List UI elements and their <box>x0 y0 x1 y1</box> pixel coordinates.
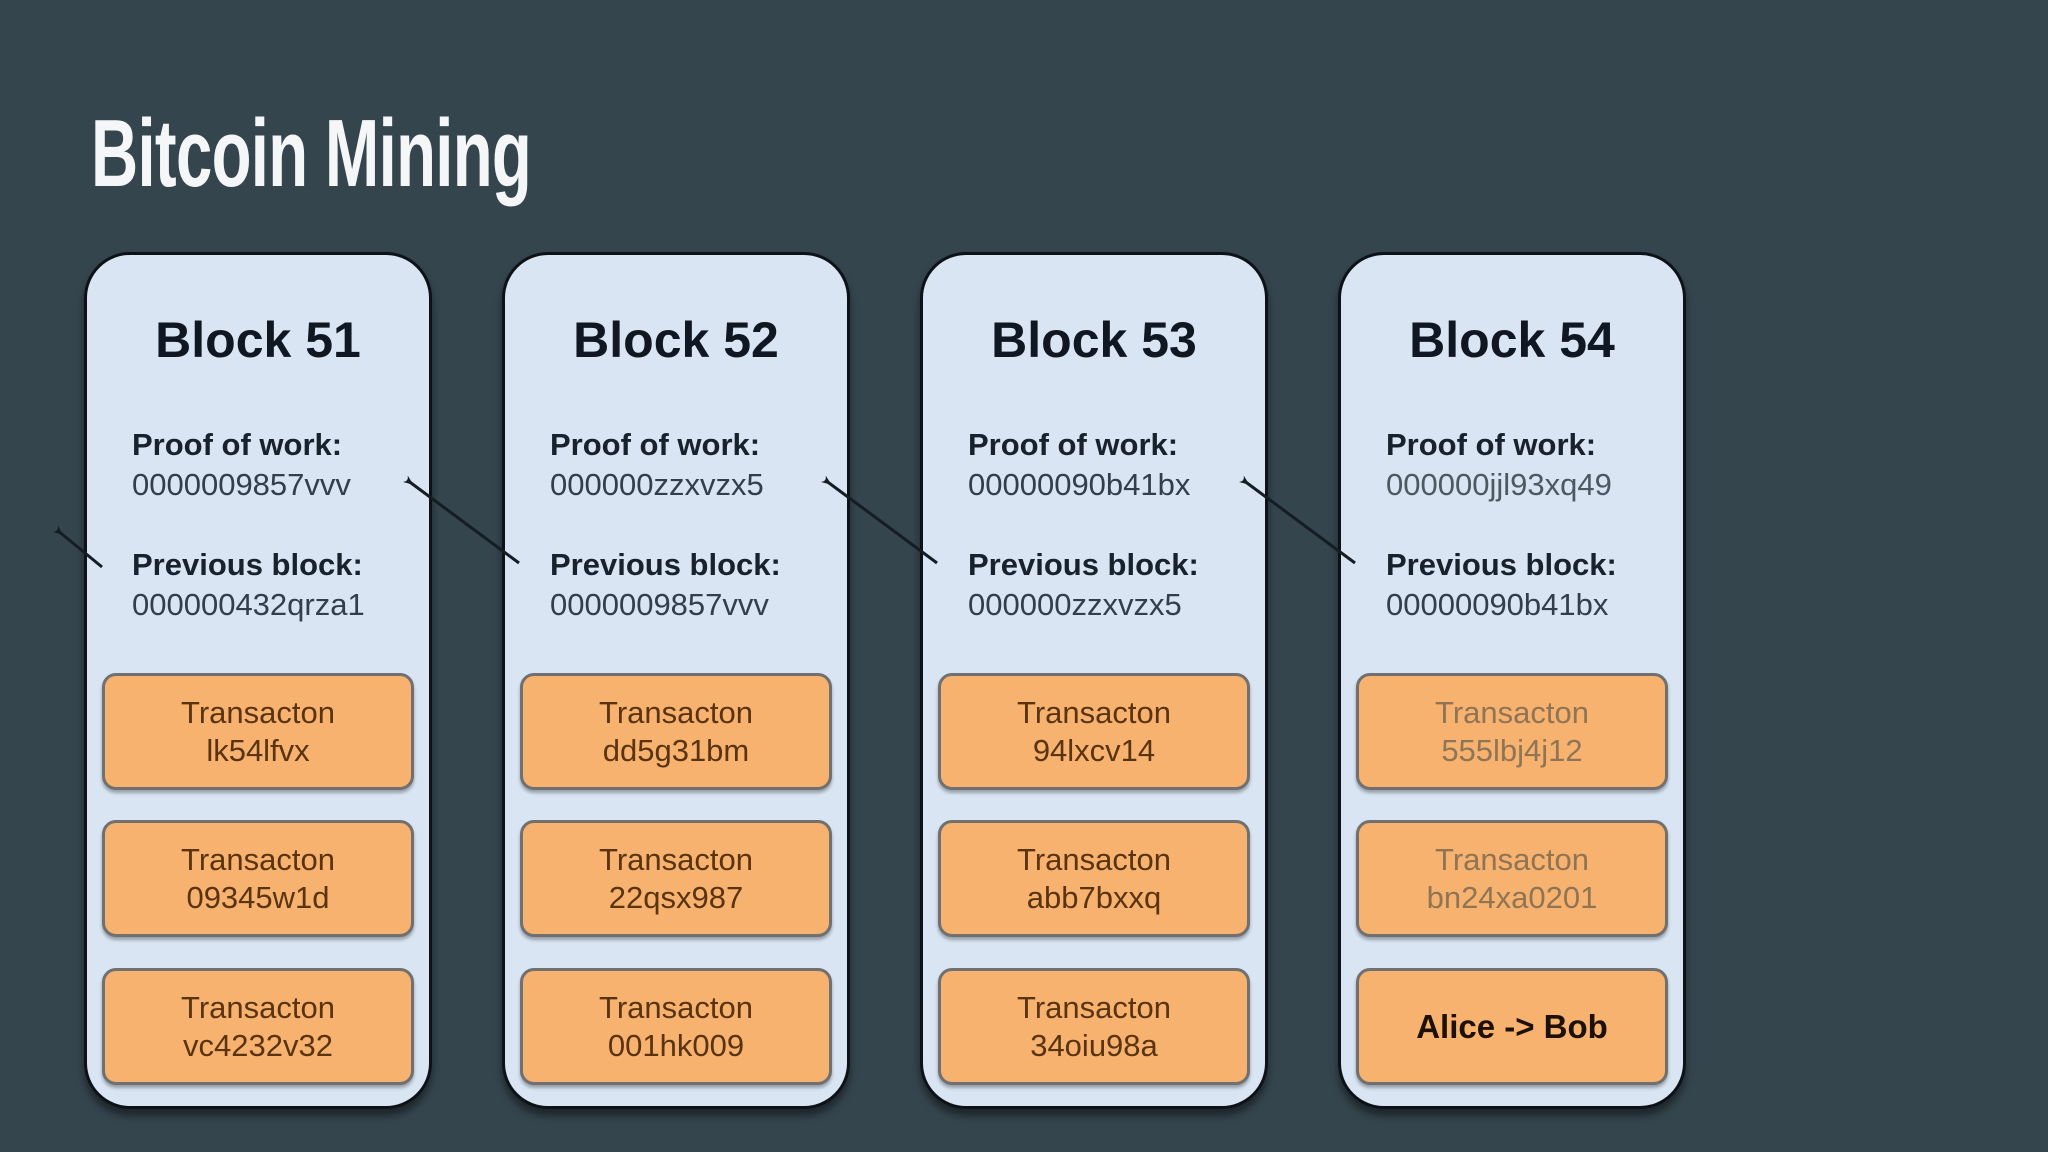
transaction-id: vc4232v32 <box>183 1027 333 1063</box>
transaction-box: Transacton 001hk009 <box>520 968 832 1085</box>
transaction-label: Alice -> Bob <box>1416 1007 1608 1045</box>
transaction-id: 22qsx987 <box>608 879 744 915</box>
previous-block-value: 000000zzxvzx5 <box>968 587 1182 622</box>
block-54: Block 54 Proof of work: 000000jjl93xq49 … <box>1338 252 1686 1109</box>
transaction-label: Transacton <box>1435 841 1589 877</box>
transaction-box-alice-bob: Alice -> Bob <box>1356 968 1668 1085</box>
transaction-box: Transacton 94lxcv14 <box>938 673 1250 790</box>
proof-of-work-label: Proof of work: <box>550 427 761 462</box>
proof-of-work-value: 000000jjl93xq49 <box>1386 467 1612 502</box>
transaction-label: Transacton <box>1435 694 1589 730</box>
proof-of-work-label: Proof of work: <box>968 427 1179 462</box>
proof-of-work-field: Proof of work: 000000zzxvzx5 <box>550 425 831 505</box>
proof-of-work-value: 0000009857vvv <box>132 467 351 502</box>
transaction-box: Transacton 555lbj4j12 <box>1356 673 1668 790</box>
previous-block-value: 00000090b41bx <box>1386 587 1609 622</box>
transaction-label: Transacton <box>599 841 753 877</box>
transaction-box: Transacton bn24xa0201 <box>1356 820 1668 937</box>
transaction-id: 34oiu98a <box>1030 1027 1158 1063</box>
transaction-label: Transacton <box>181 989 335 1025</box>
proof-of-work-field: Proof of work: 0000009857vvv <box>132 425 413 505</box>
previous-block-value: 0000009857vvv <box>550 587 769 622</box>
block-52: Block 52 Proof of work: 000000zzxvzx5 Pr… <box>502 252 850 1109</box>
transaction-label: Transacton <box>599 694 753 730</box>
block-title: Block 53 <box>991 312 1197 368</box>
block-title: Block 52 <box>573 312 779 368</box>
transaction-label: Transacton <box>181 841 335 877</box>
previous-block-field: Previous block: 000000432qrza1 <box>132 545 413 625</box>
block-53: Block 53 Proof of work: 00000090b41bx Pr… <box>920 252 1268 1109</box>
previous-block-label: Previous block: <box>1386 547 1617 582</box>
previous-block-value: 000000432qrza1 <box>132 587 365 622</box>
transaction-box: Transacton lk54lfvx <box>102 673 414 790</box>
transaction-id: bn24xa0201 <box>1426 879 1598 915</box>
transaction-label: Transacton <box>1017 694 1171 730</box>
proof-of-work-label: Proof of work: <box>1386 427 1597 462</box>
transaction-id: lk54lfvx <box>206 732 310 768</box>
previous-block-label: Previous block: <box>550 547 781 582</box>
transaction-box: Transacton 09345w1d <box>102 820 414 937</box>
transaction-id: 555lbj4j12 <box>1441 732 1583 768</box>
transaction-label: Transacton <box>1017 841 1171 877</box>
proof-of-work-value: 00000090b41bx <box>968 467 1191 502</box>
previous-block-label: Previous block: <box>132 547 363 582</box>
transaction-box: Transacton abb7bxxq <box>938 820 1250 937</box>
previous-block-label: Previous block: <box>968 547 1199 582</box>
transaction-box: Transacton dd5g31bm <box>520 673 832 790</box>
proof-of-work-label: Proof of work: <box>132 427 343 462</box>
transaction-box: Transacton vc4232v32 <box>102 968 414 1085</box>
proof-of-work-value: 000000zzxvzx5 <box>550 467 764 502</box>
transaction-label: Transacton <box>1017 989 1171 1025</box>
previous-block-field: Previous block: 000000zzxvzx5 <box>968 545 1249 625</box>
previous-block-field: Previous block: 0000009857vvv <box>550 545 831 625</box>
transaction-id: 09345w1d <box>186 879 330 915</box>
transaction-box: Transacton 34oiu98a <box>938 968 1250 1085</box>
transaction-id: 001hk009 <box>607 1027 745 1063</box>
transaction-id: 94lxcv14 <box>1032 732 1156 768</box>
proof-of-work-field: Proof of work: 00000090b41bx <box>968 425 1249 505</box>
transaction-label: Transacton <box>181 694 335 730</box>
transaction-label: Transacton <box>599 989 753 1025</box>
page-title: Bitcoin Mining <box>91 100 532 207</box>
previous-block-field: Previous block: 00000090b41bx <box>1386 545 1667 625</box>
block-51: Block 51 Proof of work: 0000009857vvv Pr… <box>84 252 432 1109</box>
transaction-id: abb7bxxq <box>1026 879 1162 915</box>
transaction-id: dd5g31bm <box>602 732 750 768</box>
proof-of-work-field: Proof of work: 000000jjl93xq49 <box>1386 425 1667 505</box>
block-title: Block 54 <box>1409 312 1615 368</box>
block-title: Block 51 <box>155 312 361 368</box>
transaction-box: Transacton 22qsx987 <box>520 820 832 937</box>
